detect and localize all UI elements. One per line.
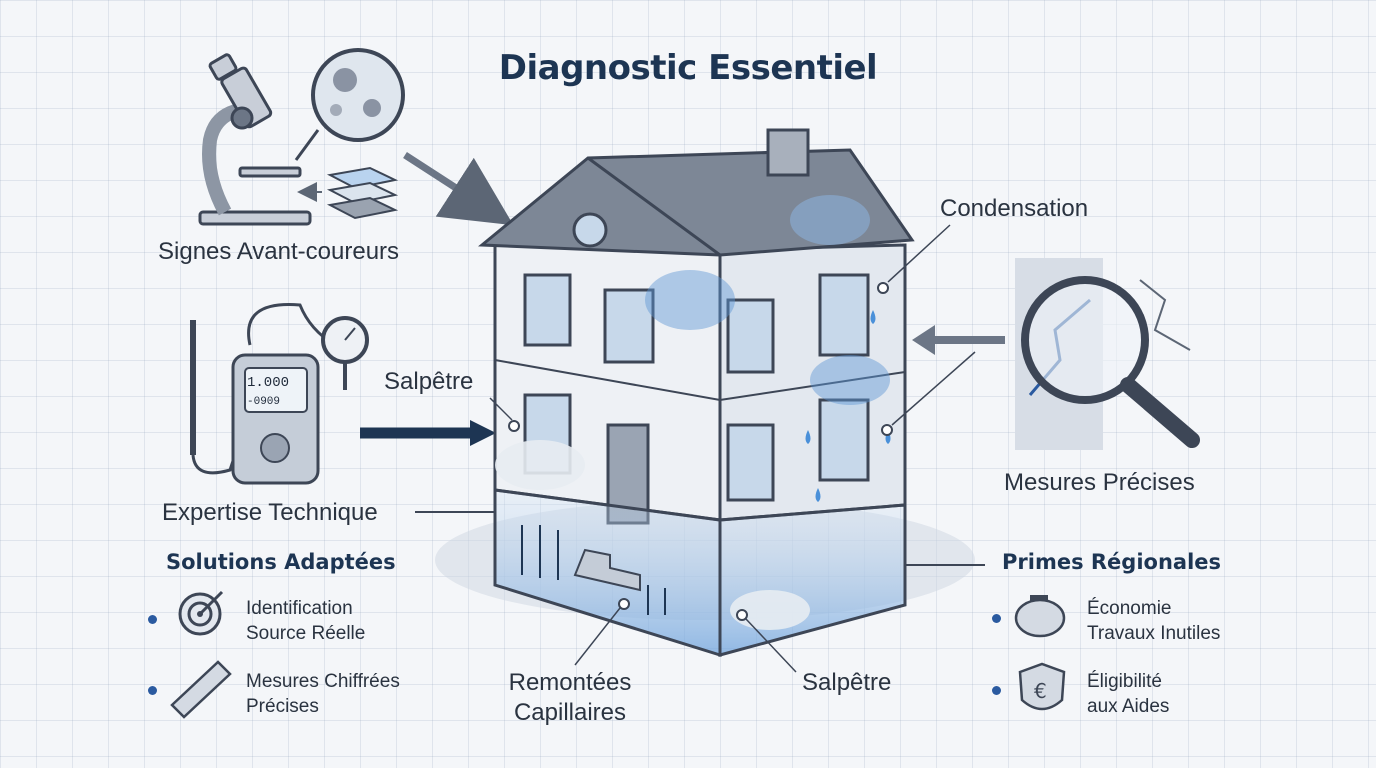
piggy-bank-icon bbox=[1014, 595, 1066, 638]
label-mesures-precises: Mesures Précises bbox=[1004, 469, 1195, 496]
house-illustration bbox=[435, 128, 975, 658]
bullet-dot bbox=[992, 686, 1001, 695]
target-icon bbox=[178, 590, 224, 636]
meter-readout-2: -0909 bbox=[247, 396, 280, 408]
page-title: Diagnostic Essentiel bbox=[498, 48, 878, 88]
bullet-dot bbox=[148, 686, 157, 695]
svg-text:€: € bbox=[1034, 679, 1047, 703]
primes-heading: Primes Régionales bbox=[1002, 550, 1222, 574]
bullet-dot bbox=[148, 615, 157, 624]
label-signes-avant-coureurs: Signes Avant-coureurs bbox=[158, 238, 400, 265]
list-item: Mesures Chiffrées Précises bbox=[246, 671, 400, 717]
label-salpetre-bottom: Salpêtre bbox=[802, 669, 892, 696]
label-condensation: Condensation bbox=[940, 195, 1089, 222]
label-remontees-capillaires: Remontées Capillaires bbox=[508, 669, 632, 726]
ruler-icon bbox=[170, 660, 232, 719]
label-salpetre-top: Salpêtre bbox=[384, 368, 474, 395]
list-item: Éligibilité aux Aides bbox=[1087, 671, 1170, 717]
meter-readout-1: 1.000 bbox=[247, 375, 289, 391]
moisture-meter-icon bbox=[190, 303, 369, 485]
list-item: Économie Travaux Inutiles bbox=[1087, 598, 1221, 644]
microscope-icon bbox=[198, 53, 312, 226]
list-item: Identification Source Réelle bbox=[246, 598, 366, 644]
arrow-to-roof bbox=[403, 152, 514, 226]
material-samples-icon bbox=[297, 166, 399, 220]
bullet-dot bbox=[992, 614, 1001, 623]
label-expertise-technique: Expertise Technique bbox=[162, 499, 378, 526]
crack-magnifier-icon bbox=[1015, 258, 1200, 450]
bacteria-magnifier-icon bbox=[294, 48, 405, 161]
euro-shield-icon: € bbox=[1018, 662, 1066, 711]
solutions-heading: Solutions Adaptées bbox=[166, 550, 396, 574]
